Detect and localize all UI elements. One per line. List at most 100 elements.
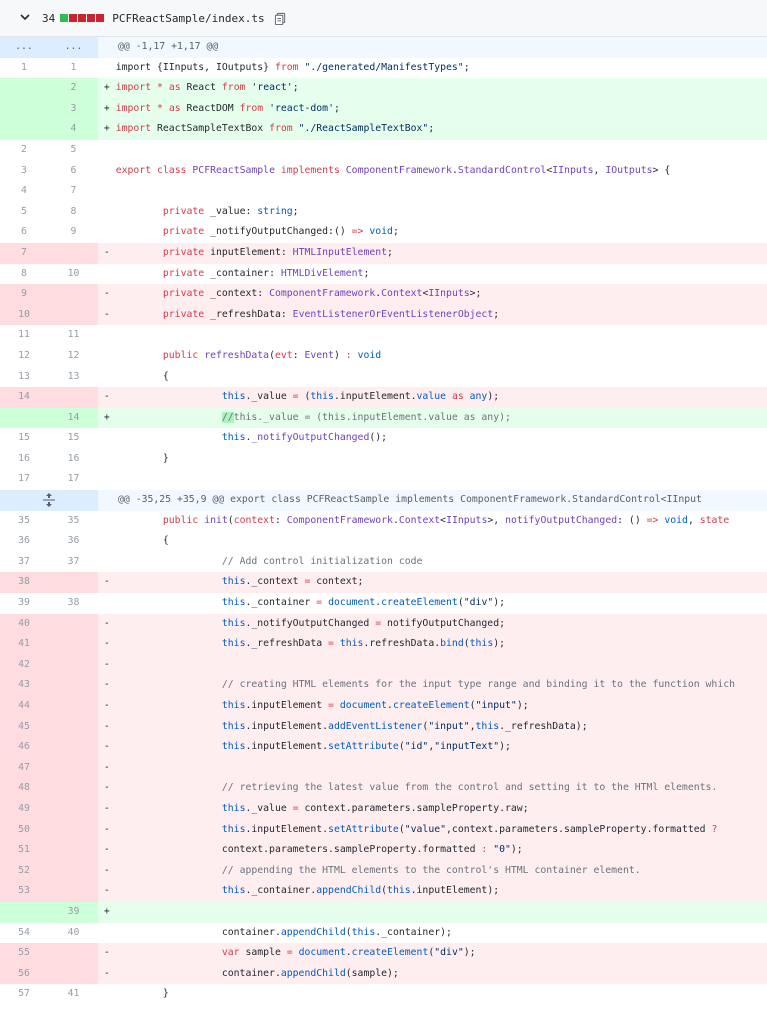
old-line-number[interactable]: 43	[0, 675, 49, 696]
new-line-number[interactable]	[49, 242, 98, 264]
expand-up-button[interactable]: ...	[0, 37, 49, 58]
old-line-number[interactable]: 14	[0, 387, 49, 408]
new-line-number[interactable]: 12	[49, 345, 98, 367]
new-line-number[interactable]: 13	[49, 366, 98, 388]
new-line-number[interactable]	[49, 716, 98, 738]
new-line-number[interactable]	[49, 304, 98, 326]
new-line-number[interactable]	[49, 737, 98, 758]
new-line-number[interactable]	[49, 696, 98, 717]
new-line-number[interactable]	[49, 860, 98, 882]
chevron-down-icon[interactable]	[20, 12, 32, 25]
old-line-number[interactable]: 2	[0, 139, 49, 161]
old-line-number[interactable]: 40	[0, 613, 49, 635]
expand-icon[interactable]	[0, 490, 98, 511]
old-line-number[interactable]: 9	[0, 284, 49, 305]
new-line-number[interactable]: 16	[49, 448, 98, 470]
new-line-number[interactable]	[49, 778, 98, 799]
new-line-number[interactable]: 14	[49, 407, 98, 429]
new-line-number[interactable]	[49, 387, 98, 408]
old-line-number[interactable]: 57	[0, 984, 49, 1005]
old-line-number[interactable]: 35	[0, 510, 49, 532]
new-line-number[interactable]	[49, 757, 98, 779]
new-line-number[interactable]	[49, 572, 98, 594]
new-line-number[interactable]: 15	[49, 428, 98, 449]
old-line-number[interactable]: 54	[0, 922, 49, 944]
code-line: - private inputElement: HTMLInputElement…	[98, 246, 393, 258]
old-line-number[interactable]: 53	[0, 881, 49, 902]
new-line-number[interactable]: 10	[49, 263, 98, 285]
old-line-number[interactable]: 7	[0, 242, 49, 264]
old-line-number[interactable]: 17	[0, 469, 49, 491]
old-line-number[interactable]: 50	[0, 819, 49, 841]
new-line-number[interactable]: 36	[49, 531, 98, 552]
old-line-number[interactable]	[0, 119, 49, 140]
new-line-number[interactable]: 2	[49, 78, 98, 99]
old-line-number[interactable]	[0, 98, 49, 120]
new-line-number[interactable]: 37	[49, 551, 98, 573]
file-path[interactable]: PCFReactSample/index.ts	[112, 11, 265, 25]
new-line-number[interactable]: 39	[49, 901, 98, 923]
new-line-number[interactable]	[49, 819, 98, 841]
old-line-number[interactable]: 52	[0, 860, 49, 882]
new-line-number[interactable]	[49, 840, 98, 861]
code-line: import {IInputs, IOutputs} from "./gener…	[98, 61, 470, 73]
new-line-number[interactable]	[49, 943, 98, 964]
old-line-number[interactable]: 5	[0, 201, 49, 223]
old-line-number[interactable]: 36	[0, 531, 49, 552]
new-line-number[interactable]: 41	[49, 984, 98, 1005]
old-line-number[interactable]: 13	[0, 366, 49, 388]
new-line-number[interactable]: 6	[49, 160, 98, 182]
copy-icon[interactable]	[274, 12, 287, 25]
new-line-number[interactable]: 9	[49, 222, 98, 243]
old-line-number[interactable]: 48	[0, 778, 49, 799]
old-line-number[interactable]: 15	[0, 428, 49, 449]
old-line-number[interactable]	[0, 901, 49, 923]
old-line-number[interactable]: 56	[0, 963, 49, 985]
old-line-number[interactable]: 11	[0, 325, 49, 346]
old-line-number[interactable]: 10	[0, 304, 49, 326]
new-line-number[interactable]	[49, 284, 98, 305]
new-line-number[interactable]	[49, 634, 98, 655]
old-line-number[interactable]: 51	[0, 840, 49, 861]
expand-down-button[interactable]: ...	[49, 37, 98, 58]
new-line-number[interactable]	[49, 654, 98, 676]
old-line-number[interactable]: 41	[0, 634, 49, 655]
new-line-number[interactable]: 5	[49, 139, 98, 161]
old-line-number[interactable]: 4	[0, 181, 49, 202]
new-line-number[interactable]	[49, 963, 98, 985]
code-line	[98, 140, 767, 161]
old-line-number[interactable]: 12	[0, 345, 49, 367]
old-line-number[interactable]: 44	[0, 696, 49, 717]
new-line-number[interactable]: 38	[49, 593, 98, 614]
old-line-number[interactable]: 16	[0, 448, 49, 470]
old-line-number[interactable]: 37	[0, 551, 49, 573]
new-line-number[interactable]: 7	[49, 181, 98, 202]
old-line-number[interactable]: 49	[0, 798, 49, 820]
new-line-number[interactable]	[49, 613, 98, 635]
old-line-number[interactable]: 38	[0, 572, 49, 594]
new-line-number[interactable]	[49, 798, 98, 820]
new-line-number[interactable]: 1	[49, 57, 98, 79]
new-line-number[interactable]	[49, 675, 98, 696]
old-line-number[interactable]: 45	[0, 716, 49, 738]
old-line-number[interactable]: 42	[0, 654, 49, 676]
old-line-number[interactable]: 47	[0, 757, 49, 779]
old-line-number[interactable]: 46	[0, 737, 49, 758]
new-line-number[interactable]: 3	[49, 98, 98, 120]
old-line-number[interactable]: 6	[0, 222, 49, 243]
new-line-number[interactable]: 17	[49, 469, 98, 491]
new-line-number[interactable]: 11	[49, 325, 98, 346]
new-line-number[interactable]: 4	[49, 119, 98, 140]
new-line-number[interactable]: 35	[49, 510, 98, 532]
new-line-number[interactable]	[49, 881, 98, 902]
old-line-number[interactable]	[0, 78, 49, 99]
old-line-number[interactable]: 55	[0, 943, 49, 964]
old-line-number[interactable]: 1	[0, 57, 49, 79]
old-line-number[interactable]	[0, 407, 49, 429]
new-line-number[interactable]: 8	[49, 201, 98, 223]
old-line-number[interactable]: 8	[0, 263, 49, 285]
new-line-number[interactable]: 40	[49, 922, 98, 944]
old-line-number[interactable]: 39	[0, 593, 49, 614]
old-line-number[interactable]: 3	[0, 160, 49, 182]
